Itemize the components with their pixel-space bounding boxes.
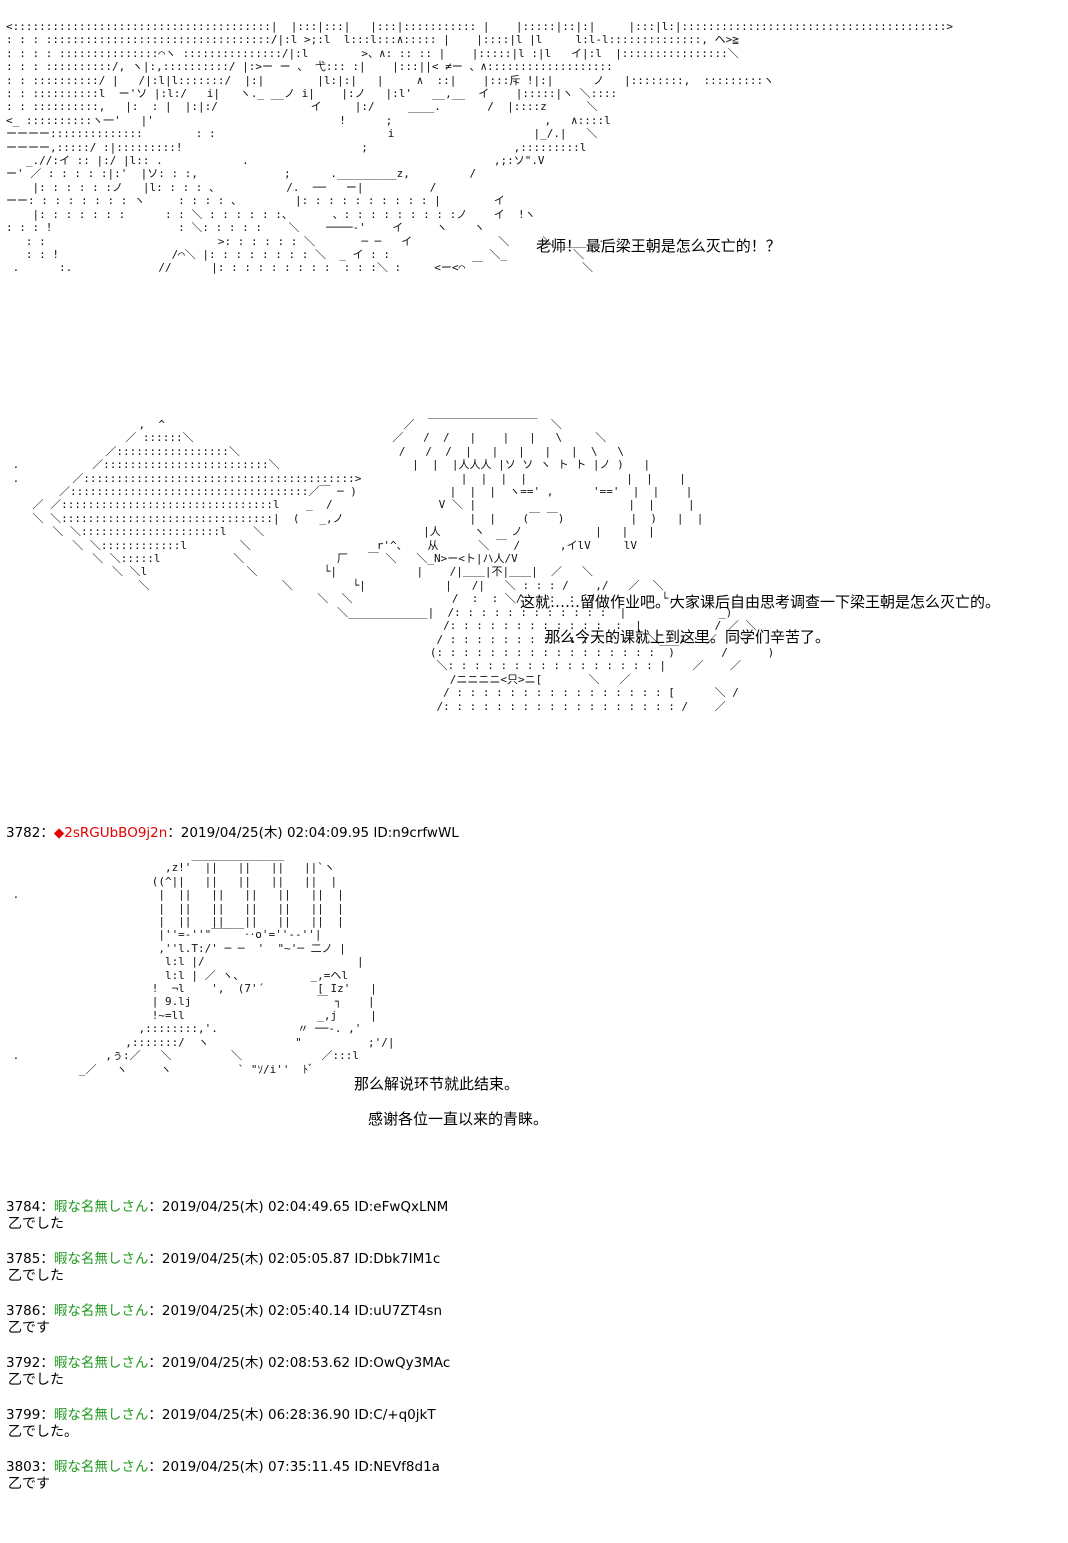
ascii-art-closing: ______________ ,z!' || || || ||`ヽ ((^|| … [12, 848, 395, 1076]
trip-mark: ◆ [53, 825, 65, 841]
dialogue-line: 感谢各位一直以来的青睐。 [368, 1110, 549, 1128]
post-body: 乙でした [8, 1216, 64, 1232]
post-number: 3803 [6, 1459, 41, 1475]
post-number: 3786 [6, 1303, 41, 1319]
post-header: 3782：◆2sRGUbBO9j2n：2019/04/25(木) 02:04:0… [6, 825, 459, 841]
dialogue-line: 老师！ 最后梁王朝是怎么灭亡的！？ [536, 237, 781, 255]
post-body: 乙でした。 [8, 1424, 78, 1440]
post-header: 3799：暇な名無しさん：2019/04/25(木) 06:28:36.90 I… [6, 1407, 436, 1423]
post-number: 3785 [6, 1251, 41, 1267]
post-body: 乙でした [8, 1372, 64, 1388]
poster-name[interactable]: 暇な名無しさん [53, 1407, 149, 1423]
poster-name[interactable]: 暇な名無しさん [53, 1459, 149, 1475]
post-header: 3785：暇な名無しさん：2019/04/25(木) 02:05:05.87 I… [6, 1251, 441, 1267]
post-number: 3782 [6, 825, 41, 841]
dialogue-line: 这就……留做作业吧。大家课后自由思考调查一下梁王朝是怎么灭亡的。 [520, 593, 1001, 611]
post-number: 3792 [6, 1355, 41, 1371]
post-header: 3792：暇な名無しさん：2019/04/25(木) 02:08:53.62 I… [6, 1355, 451, 1371]
poster-trip: 2sRGUbBO9j2n [64, 825, 168, 841]
post-header: 3784：暇な名無しさん：2019/04/25(木) 02:04:49.65 I… [6, 1199, 449, 1215]
post-datetime: ：2019/04/25(木) 02:04:09.95 ID:n9crfwWL [167, 825, 459, 841]
ascii-art-teacher-book: , ^ ／ ￣￣￣￣￣￣￣￣￣￣ ＼ ／ ::::::＼ ／ / / | | |… [12, 418, 775, 713]
post-datetime: ：2019/04/25(木) 07:35:11.45 ID:NEVf8d1a [148, 1459, 440, 1475]
poster-name[interactable]: 暇な名無しさん [53, 1251, 149, 1267]
post-datetime: ：2019/04/25(木) 02:05:40.14 ID:uU7ZT4sn [148, 1303, 443, 1319]
poster-name[interactable]: 暇な名無しさん [53, 1199, 149, 1215]
post-body: 乙です [8, 1476, 50, 1492]
post-body: 乙です [8, 1320, 50, 1336]
post-header: 3803：暇な名無しさん：2019/04/25(木) 07:35:11.45 I… [6, 1459, 440, 1475]
dialogue-line: 那么今天的课就上到这里。同学们辛苦了。 [545, 628, 831, 646]
post-number: 3799 [6, 1407, 41, 1423]
dialogue-line: 那么解说环节就此结束。 [354, 1075, 520, 1093]
post-datetime: ：2019/04/25(木) 02:04:49.65 ID:eFwQxLNM [148, 1199, 449, 1215]
post-body: 乙でした [8, 1268, 64, 1284]
post-number: 3784 [6, 1199, 41, 1215]
post-datetime: ：2019/04/25(木) 02:08:53.62 ID:OwQy3MAc [148, 1355, 451, 1371]
post-datetime: ：2019/04/25(木) 02:05:05.87 ID:Dbk7IM1c [148, 1251, 441, 1267]
post-header: 3786：暇な名無しさん：2019/04/25(木) 02:05:40.14 I… [6, 1303, 443, 1319]
ascii-art-classroom: <:::::::::::::::::::::::::::::::::::::::… [6, 20, 954, 275]
post-datetime: ：2019/04/25(木) 06:28:36.90 ID:C/+q0jkT [148, 1407, 436, 1423]
poster-name[interactable]: 暇な名無しさん [53, 1303, 149, 1319]
poster-name[interactable]: 暇な名無しさん [53, 1355, 149, 1371]
